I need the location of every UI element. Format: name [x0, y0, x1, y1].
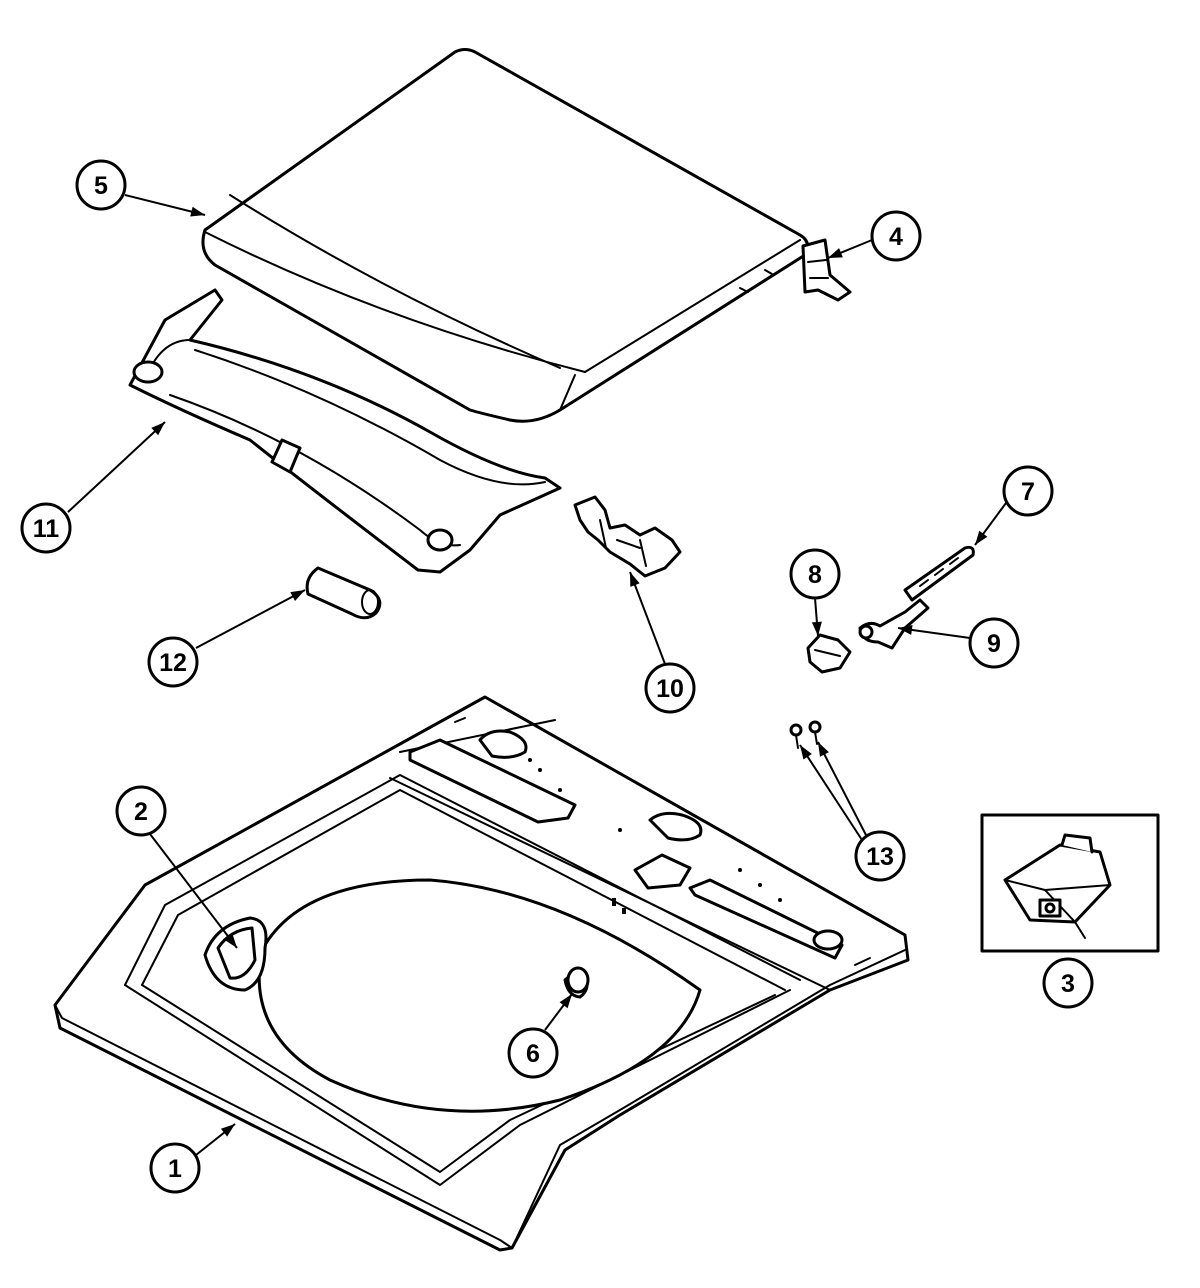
callout-5: 5 [75, 159, 127, 211]
callout-12: 12 [147, 636, 199, 688]
callout-label: 2 [134, 798, 148, 826]
callout-label: 5 [94, 172, 108, 200]
arrowhead-13 [800, 745, 812, 760]
callout-label: 4 [889, 223, 903, 251]
callout-label: 8 [808, 561, 822, 589]
arrowhead-10 [630, 572, 640, 587]
arrowhead-1 [220, 1124, 235, 1137]
leader-line-10 [629, 571, 666, 665]
part-4-hinge [801, 238, 852, 302]
callout-4: 4 [870, 210, 922, 262]
part-8-switch-clip [806, 633, 852, 674]
callout-label: 3 [1061, 970, 1075, 998]
callout-label: 13 [866, 843, 894, 871]
arrowhead-11 [151, 422, 165, 436]
leader-line-11 [67, 421, 166, 513]
callout-label: 6 [526, 1040, 540, 1068]
arrowhead-5 [190, 206, 205, 217]
callout-label: 1 [168, 1155, 182, 1183]
leader-line-13 [799, 744, 863, 841]
arrowhead-2 [224, 933, 237, 948]
part-11-lid-frame [128, 288, 562, 574]
callout-6: 6 [507, 1027, 559, 1079]
arrowhead-13 [818, 742, 829, 757]
callout-label: 12 [159, 649, 187, 677]
leader-line-12 [195, 589, 306, 649]
callout-label: 11 [33, 515, 60, 543]
arrowhead-8 [811, 621, 822, 636]
arrowhead-6 [559, 994, 572, 1009]
callout-label: 9 [987, 630, 1001, 658]
part-13-screws [789, 720, 822, 749]
leader-line-2 [149, 833, 238, 949]
callout-13: 13 [854, 830, 906, 882]
callout-9: 9 [968, 617, 1020, 669]
part-9-actuator-arm [858, 598, 930, 650]
part-5-lid [201, 48, 810, 423]
callout-label: 10 [656, 675, 684, 703]
part-6-knob [566, 966, 590, 994]
callout-label: 7 [1021, 478, 1035, 506]
callout-3: 3 [1042, 957, 1094, 1009]
part-3-switch-box [980, 813, 1160, 953]
part-1-top-panel [53, 695, 910, 1252]
arrowhead-9 [898, 624, 913, 635]
leader-lines [67, 194, 1007, 1156]
part-12-bumper [305, 566, 382, 620]
callout-8: 8 [789, 548, 841, 600]
part-7-actuator-rod [903, 545, 975, 602]
arrowhead-12 [290, 590, 305, 601]
callout-11: 11 [20, 502, 72, 554]
part-10-bracket [573, 495, 682, 578]
callout-2: 2 [115, 785, 167, 837]
arrowhead-7 [975, 530, 988, 545]
callouts: 1 2 3 4 5 6 7 8 [20, 159, 1094, 1194]
arrowhead-4 [828, 248, 843, 258]
callout-1: 1 [149, 1142, 201, 1194]
leader-line-13 [817, 741, 867, 836]
callout-7: 7 [1002, 465, 1054, 517]
callout-10: 10 [644, 662, 696, 714]
